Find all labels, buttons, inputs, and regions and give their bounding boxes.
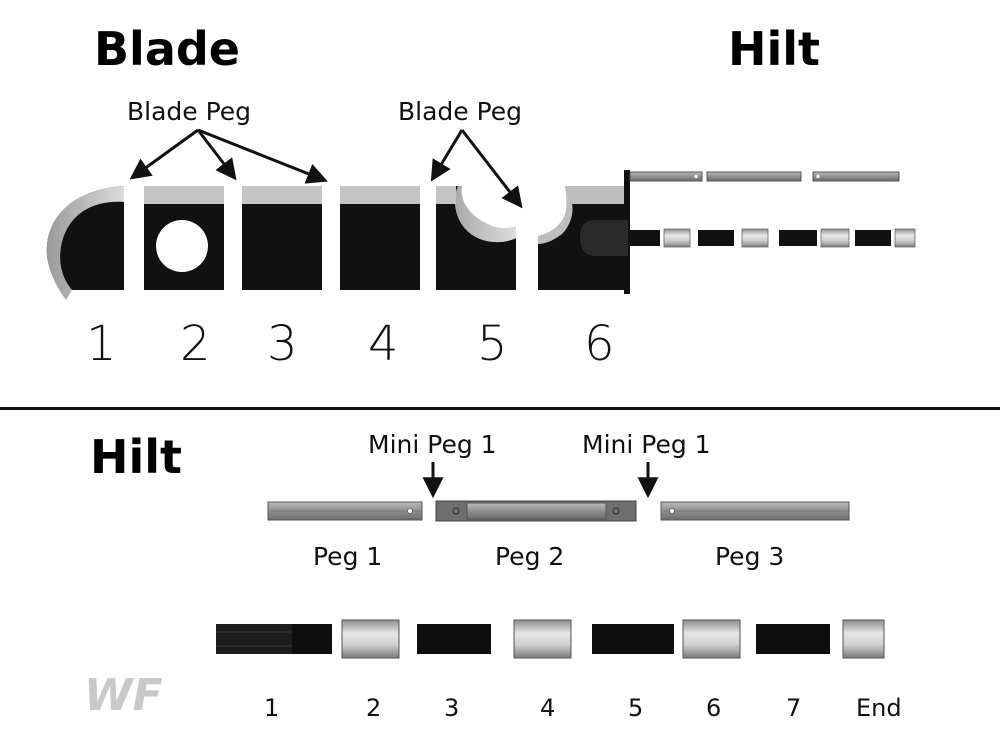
segment-number-5: 5 xyxy=(477,316,508,372)
blade-title: Blade xyxy=(94,22,240,76)
top-hilt-parts-row xyxy=(630,228,916,248)
hilt-part-end xyxy=(842,619,885,659)
hilt-part-number-3: 3 xyxy=(444,694,460,722)
hilt-part-3 xyxy=(417,624,491,654)
segment-number-4: 4 xyxy=(368,316,399,372)
hilt-part-4 xyxy=(513,619,572,659)
blade-peg-label-left: Blade Peg xyxy=(127,97,252,126)
peg-2-shape xyxy=(435,500,637,522)
hilt-part-7 xyxy=(756,624,830,654)
hilt-part-number-4: 4 xyxy=(540,694,556,722)
peg-2-label: Peg 2 xyxy=(495,542,565,571)
segment-number-2: 2 xyxy=(180,316,211,372)
blade-segment-1 xyxy=(46,186,124,300)
blade-segment-4 xyxy=(340,186,420,290)
peg-1-shape xyxy=(267,501,423,521)
hilt-part-6 xyxy=(682,619,741,659)
blade-segment-3 xyxy=(242,186,322,290)
hilt-title-bottom: Hilt xyxy=(90,430,183,484)
mini-peg-label-left: Mini Peg 1 xyxy=(368,430,497,459)
hilt-part-number-7: 7 xyxy=(786,694,802,722)
hilt-part-number-1: 1 xyxy=(264,694,280,722)
blade-segment-2 xyxy=(144,186,224,290)
blade-segment-6 xyxy=(538,170,630,294)
hilt-title-top: Hilt xyxy=(728,22,821,76)
section-divider xyxy=(0,407,1000,410)
hilt-part-1 xyxy=(216,624,332,654)
hilt-part-number-5: 5 xyxy=(628,694,644,722)
top-hilt-peg-row xyxy=(629,171,900,182)
blade-peg-arrows-right xyxy=(430,129,523,209)
peg-1-label: Peg 1 xyxy=(313,542,383,571)
segment-number-1: 1 xyxy=(86,316,117,372)
mini-peg-arrows xyxy=(422,462,659,499)
hilt-part-number-end: End xyxy=(856,694,902,722)
blade-peg-arrows-left xyxy=(129,128,328,184)
peg-3-shape xyxy=(660,501,850,521)
mini-peg-label-right: Mini Peg 1 xyxy=(582,430,711,459)
blade-peg-label-right: Blade Peg xyxy=(398,97,523,126)
segment-number-3: 3 xyxy=(267,316,298,372)
hilt-part-2 xyxy=(341,619,400,659)
hilt-part-5 xyxy=(592,624,674,654)
hilt-part-number-2: 2 xyxy=(366,694,382,722)
segment-number-6: 6 xyxy=(584,316,615,372)
watermark-logo: WF xyxy=(84,670,163,721)
hilt-part-number-6: 6 xyxy=(706,694,722,722)
blade-segment-5 xyxy=(436,186,516,290)
peg-3-label: Peg 3 xyxy=(715,542,785,571)
